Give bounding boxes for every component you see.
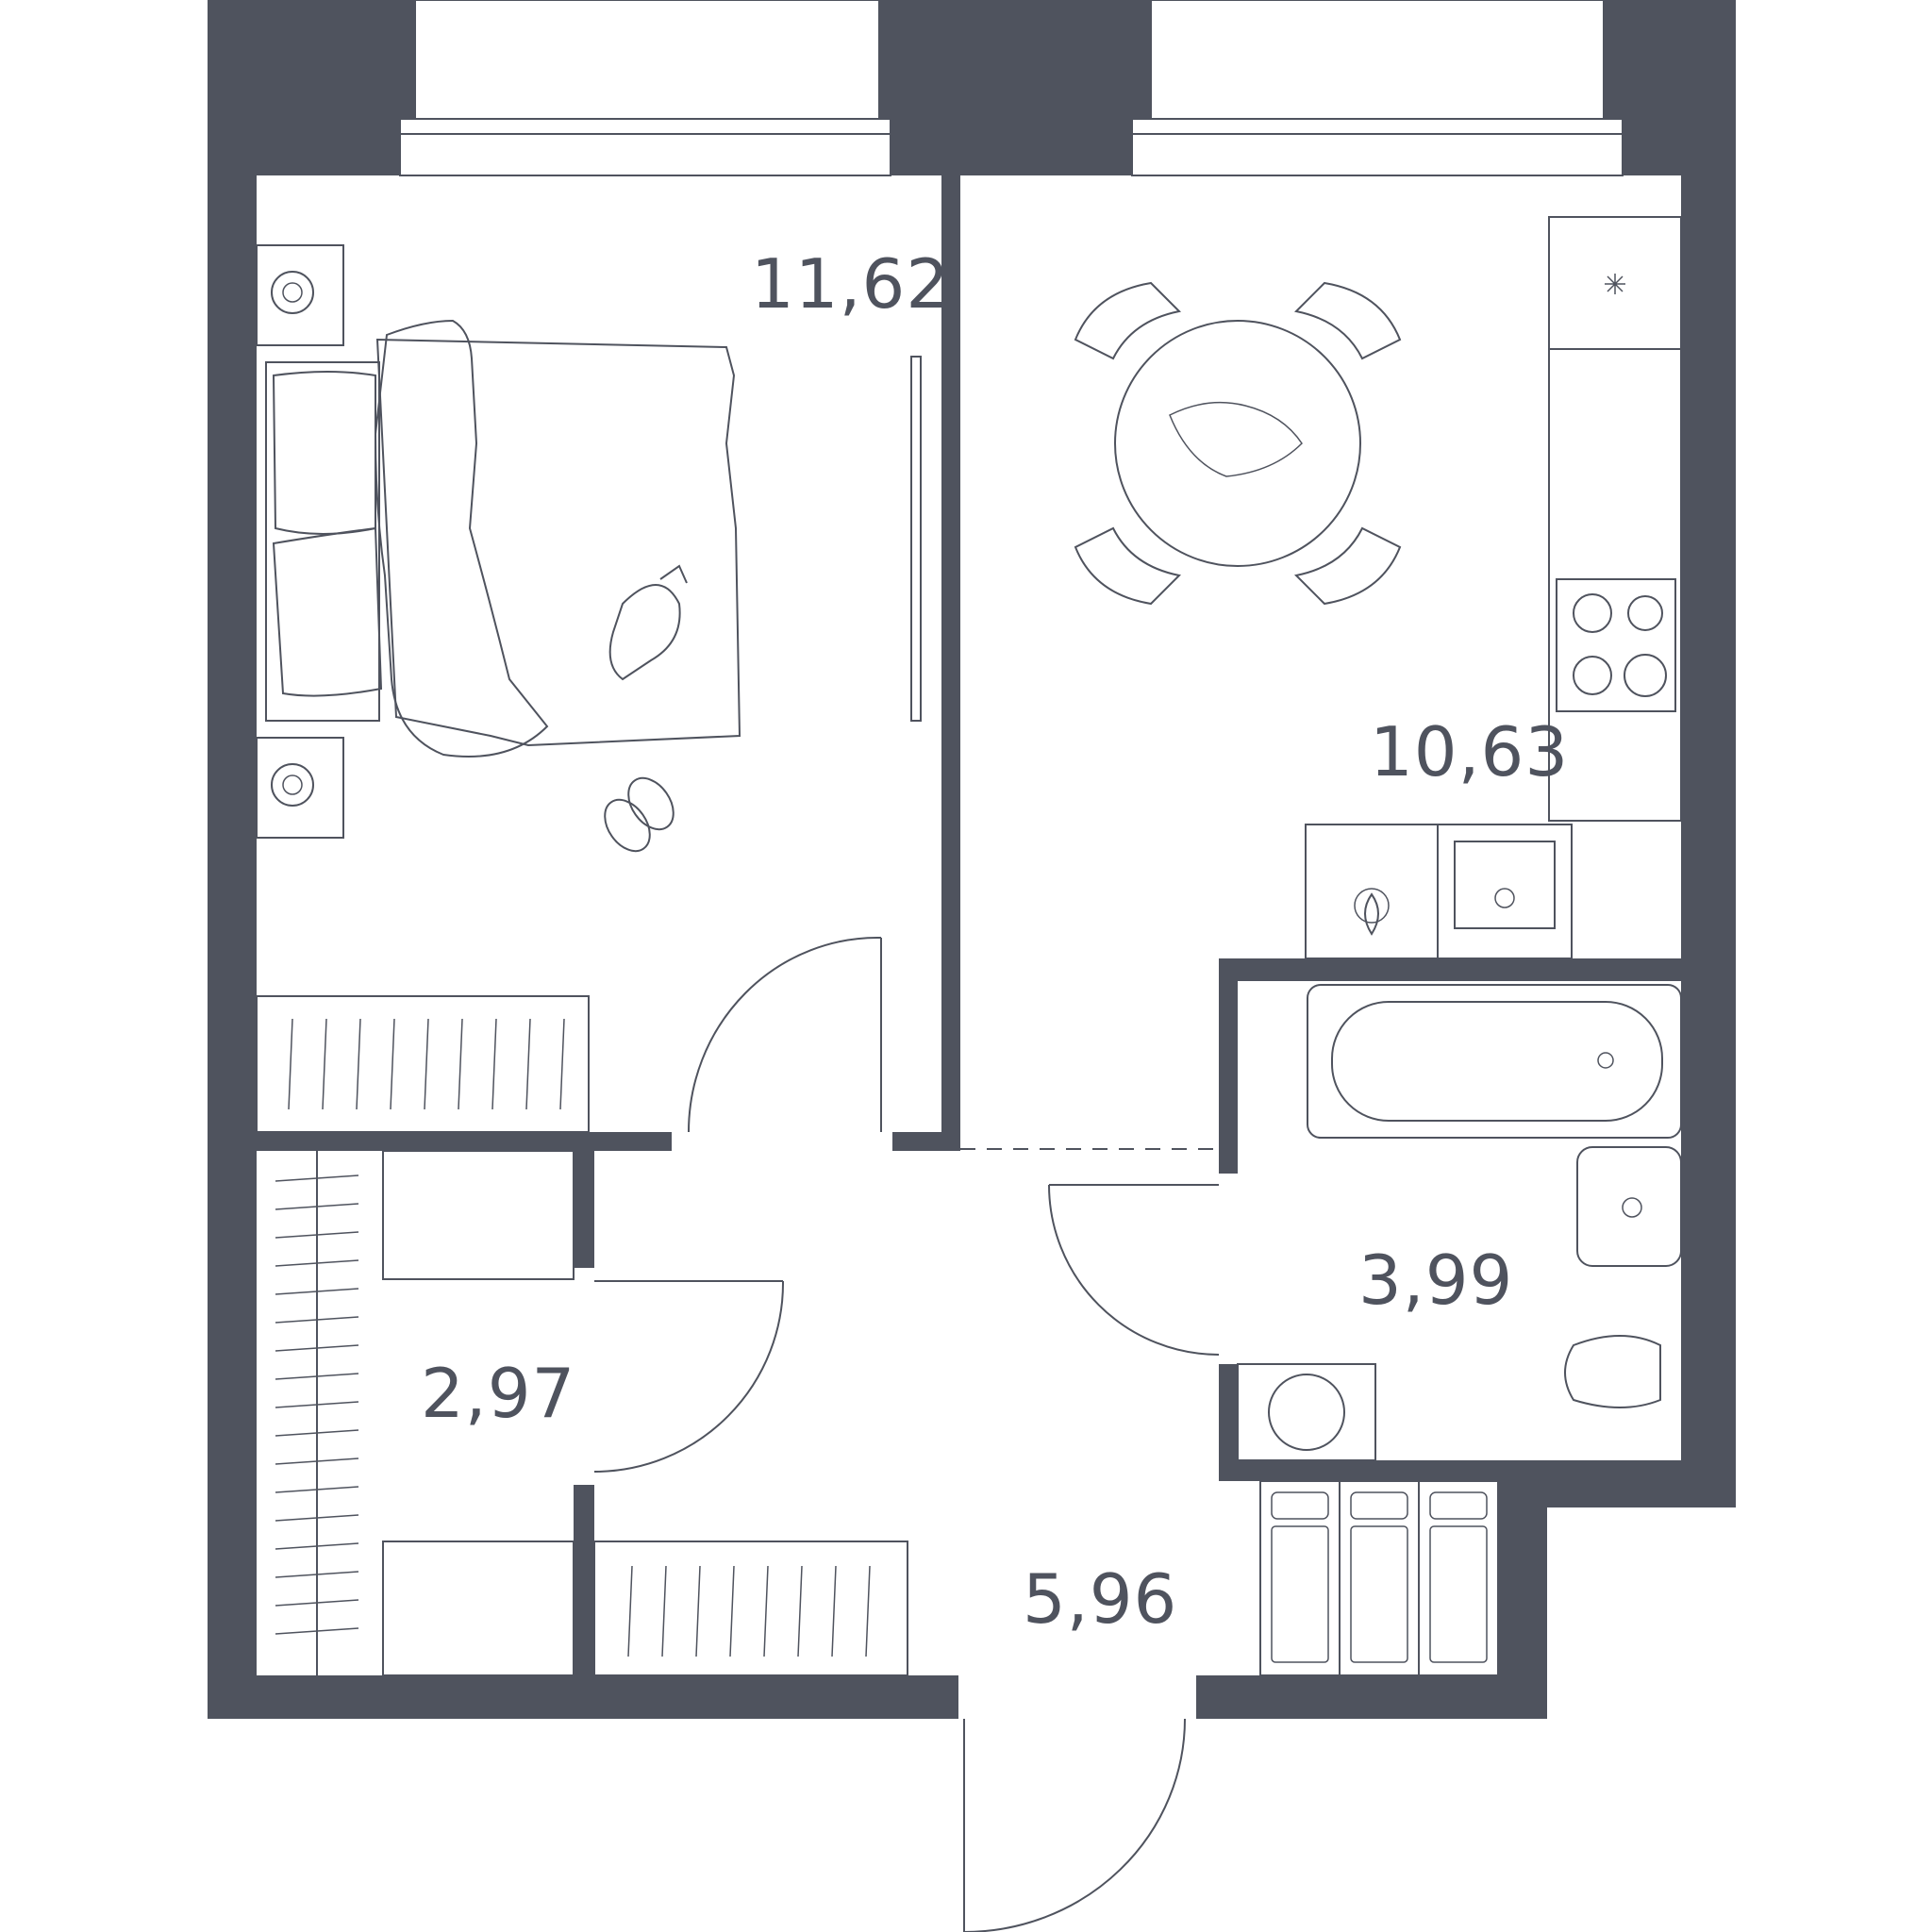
room-labels: 11,62 10,63 3,99 2,97 5,96 xyxy=(421,244,1569,1639)
bedroom-furniture xyxy=(256,244,922,1133)
wall-left xyxy=(208,0,257,1719)
wall-bed-kitchen xyxy=(941,175,960,1132)
window-kitchen-opening xyxy=(1150,0,1605,120)
kitchen-counter-right xyxy=(1548,348,1682,822)
hallway-cabinet xyxy=(593,1541,908,1676)
wall-bedroom-bottom-left xyxy=(257,1132,672,1151)
nightstand-top xyxy=(256,244,344,346)
bathtub xyxy=(1307,984,1682,1139)
wall-bedroom-bottom-right xyxy=(892,1132,960,1151)
wall-wardrobe-lower xyxy=(574,1485,594,1681)
bed-blanket xyxy=(374,319,549,758)
lamp-top-icon xyxy=(271,271,314,314)
sink-drain-icon xyxy=(1622,1197,1642,1218)
bathroom-sink xyxy=(1576,1146,1682,1267)
entrance-door-swing xyxy=(963,1718,1186,1932)
walls xyxy=(208,0,1736,1719)
pillow-bottom xyxy=(272,526,383,697)
bed-mattress xyxy=(375,338,741,747)
toilet xyxy=(1564,1335,1661,1408)
area-label-hallway: 5,96 xyxy=(1023,1559,1177,1639)
wall-top-middle xyxy=(879,0,1151,175)
area-label-kitchen: 10,63 xyxy=(1370,712,1569,791)
window-bedroom-sill-outer xyxy=(399,118,891,135)
washing-machine-drum-icon xyxy=(1268,1374,1345,1451)
nightstand-bottom xyxy=(256,737,344,839)
chair-top-right xyxy=(1293,281,1402,360)
oven xyxy=(1437,824,1573,959)
oven-window xyxy=(1454,841,1556,929)
sink-cabinet xyxy=(1305,824,1439,959)
closet-unit-3 xyxy=(1418,1480,1499,1676)
bathtub-basin xyxy=(1331,1001,1663,1122)
washing-machine xyxy=(1237,1363,1376,1461)
bathroom-fixtures xyxy=(1237,984,1682,1461)
bedroom-door-swing xyxy=(688,936,882,1133)
lamp-bottom-icon xyxy=(271,763,314,807)
slipper-left-icon xyxy=(627,776,675,831)
flower-vase-icon xyxy=(1169,401,1303,477)
doors xyxy=(593,936,1220,1932)
wall-bath-left-upper xyxy=(1219,958,1238,1174)
wardrobe-door-swing xyxy=(593,1280,785,1473)
bathtub-drain-icon xyxy=(1597,1052,1614,1069)
slipper-right-icon xyxy=(604,798,651,853)
chair-top-left xyxy=(1074,281,1182,360)
freezer-icon xyxy=(1605,274,1625,294)
area-label-bathroom: 3,99 xyxy=(1358,1241,1513,1320)
bed-headboard xyxy=(265,361,380,722)
pillow-top xyxy=(272,371,376,535)
window-bedroom-sill xyxy=(399,133,891,176)
wall-bath-left-lower xyxy=(1219,1364,1238,1481)
sink-faucet-icon xyxy=(1364,892,1379,936)
wardrobe-room-furniture xyxy=(275,1150,1499,1676)
wardrobe-shelf-top xyxy=(382,1150,575,1280)
window-bedroom-opening xyxy=(414,0,880,120)
windows xyxy=(399,0,1624,176)
wall-wardrobe-upper xyxy=(574,1151,594,1268)
area-label-wardrobe: 2,97 xyxy=(421,1354,575,1433)
wall-bath-bottom xyxy=(1219,1460,1547,1481)
wall-bottom-left xyxy=(208,1675,958,1719)
wall-right xyxy=(1681,175,1736,1507)
dining-table xyxy=(1114,320,1361,567)
cooktop xyxy=(1556,578,1676,712)
wall-bottom-right xyxy=(1196,1675,1547,1719)
wall-right-step xyxy=(1547,1460,1736,1507)
area-label-bedroom: 11,62 xyxy=(751,244,950,324)
cat-icon xyxy=(608,564,688,681)
bedroom-wardrobe xyxy=(256,995,590,1133)
burner-1-icon xyxy=(1573,593,1612,633)
window-kitchen-sill-outer xyxy=(1131,118,1624,135)
window-kitchen-sill xyxy=(1131,133,1624,176)
chair-bottom-left xyxy=(1074,526,1182,606)
wall-top-right xyxy=(1604,0,1736,175)
bathroom-door-swing xyxy=(1048,1184,1220,1356)
kitchen-furniture xyxy=(1074,216,1682,959)
wardrobe-shelf-bottom xyxy=(382,1541,575,1676)
dining-chairs xyxy=(1074,281,1402,606)
chair-bottom-right xyxy=(1293,526,1402,606)
wall-bath-top xyxy=(1219,958,1681,981)
tv-icon xyxy=(910,356,922,722)
